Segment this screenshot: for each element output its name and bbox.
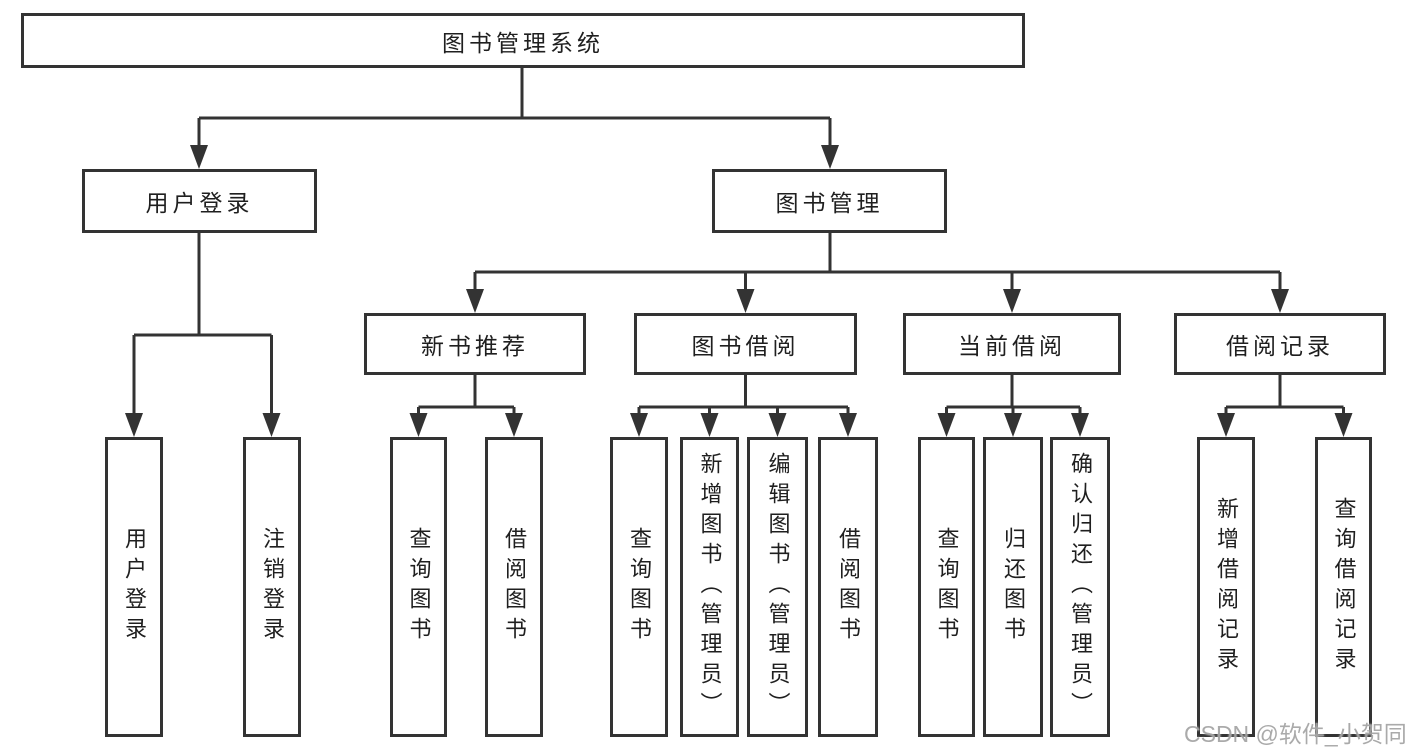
node-label: 注销登录 <box>260 527 285 647</box>
node-label: 查询图书 <box>406 527 432 647</box>
node-book-management: 图书管理 <box>712 169 947 233</box>
node-label: 查询借阅记录 <box>1331 497 1357 677</box>
node-label: 借阅图书 <box>836 527 861 647</box>
node-current-borrowing: 当前借阅 <box>903 313 1121 375</box>
node-label: 新增借阅记录 <box>1214 497 1239 677</box>
node-label: 当前借阅 <box>958 333 1066 359</box>
node-label: 借阅记录 <box>1226 333 1334 359</box>
node-library-management-system: 图书管理系统 <box>21 13 1025 68</box>
node-new-book-recommendation: 新书推荐 <box>364 313 586 375</box>
node-label: 新书推荐 <box>421 333 529 359</box>
leaf-add-borrow-record: 新增借阅记录 <box>1197 437 1255 737</box>
connector <box>637 375 850 420</box>
leaf-query-books-recommend: 查询图书 <box>390 437 447 737</box>
node-label: 归还图书 <box>1001 527 1026 647</box>
leaf-confirm-return-admin: 确认归还（管理员） <box>1050 437 1110 737</box>
connector <box>417 375 516 420</box>
leaf-query-books-current: 查询图书 <box>918 437 975 737</box>
node-borrowing-records: 借阅记录 <box>1174 313 1386 375</box>
node-book-borrowing: 图书借阅 <box>634 313 857 375</box>
leaf-user-login: 用户登录 <box>105 437 163 737</box>
leaf-edit-books-admin: 编辑图书（管理员） <box>747 437 808 737</box>
node-label: 图书管理系统 <box>442 29 604 56</box>
csdn-watermark: CSDN @软件_小贺同学 <box>1184 721 1405 747</box>
node-label: 用户登录 <box>122 527 147 647</box>
connector <box>473 233 1282 295</box>
node-label: 图书借阅 <box>691 333 800 359</box>
connector <box>132 233 273 420</box>
node-label: 确认归还（管理员） <box>1068 452 1093 722</box>
node-label: 用户登录 <box>145 190 254 216</box>
leaf-logout: 注销登录 <box>243 437 301 737</box>
leaf-query-borrow-record: 查询借阅记录 <box>1315 437 1372 737</box>
node-label: 编辑图书（管理员） <box>765 452 791 722</box>
leaf-borrow-books-borrowing: 借阅图书 <box>818 437 878 737</box>
leaf-add-books-admin: 新增图书（管理员） <box>680 437 739 737</box>
connector <box>945 375 1082 420</box>
connector <box>197 68 832 150</box>
node-label: 新增图书（管理员） <box>697 452 723 722</box>
leaf-borrow-books-recommend: 借阅图书 <box>485 437 543 737</box>
connector <box>1224 375 1345 420</box>
node-label: 查询图书 <box>627 527 652 647</box>
node-label: 图书管理 <box>775 190 884 216</box>
node-label: 查询图书 <box>934 527 960 647</box>
leaf-query-books-borrowing: 查询图书 <box>610 437 668 737</box>
node-user-login: 用户登录 <box>82 169 317 233</box>
leaf-return-books: 归还图书 <box>983 437 1043 737</box>
node-label: 借阅图书 <box>502 527 527 647</box>
